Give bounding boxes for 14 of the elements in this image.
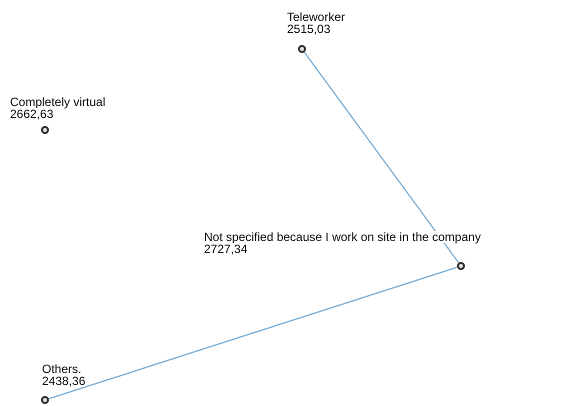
node-label: Teleworker [287, 11, 346, 23]
node-circle [41, 396, 49, 404]
connector-line [48, 266, 458, 400]
value-label: 2515,03 [287, 23, 330, 35]
value-label: 2727,34 [204, 243, 248, 255]
node-circle [298, 45, 306, 53]
value-label: 2438,36 [42, 375, 86, 387]
connector-line [304, 52, 460, 264]
node-label: Not specified because I work on site in the company [204, 231, 481, 243]
node-circle [457, 262, 465, 270]
node-circle [41, 126, 49, 134]
node-label: Others. [42, 363, 82, 375]
node-label: Completely virtual [10, 96, 106, 108]
value-label: 2662,63 [10, 108, 54, 120]
